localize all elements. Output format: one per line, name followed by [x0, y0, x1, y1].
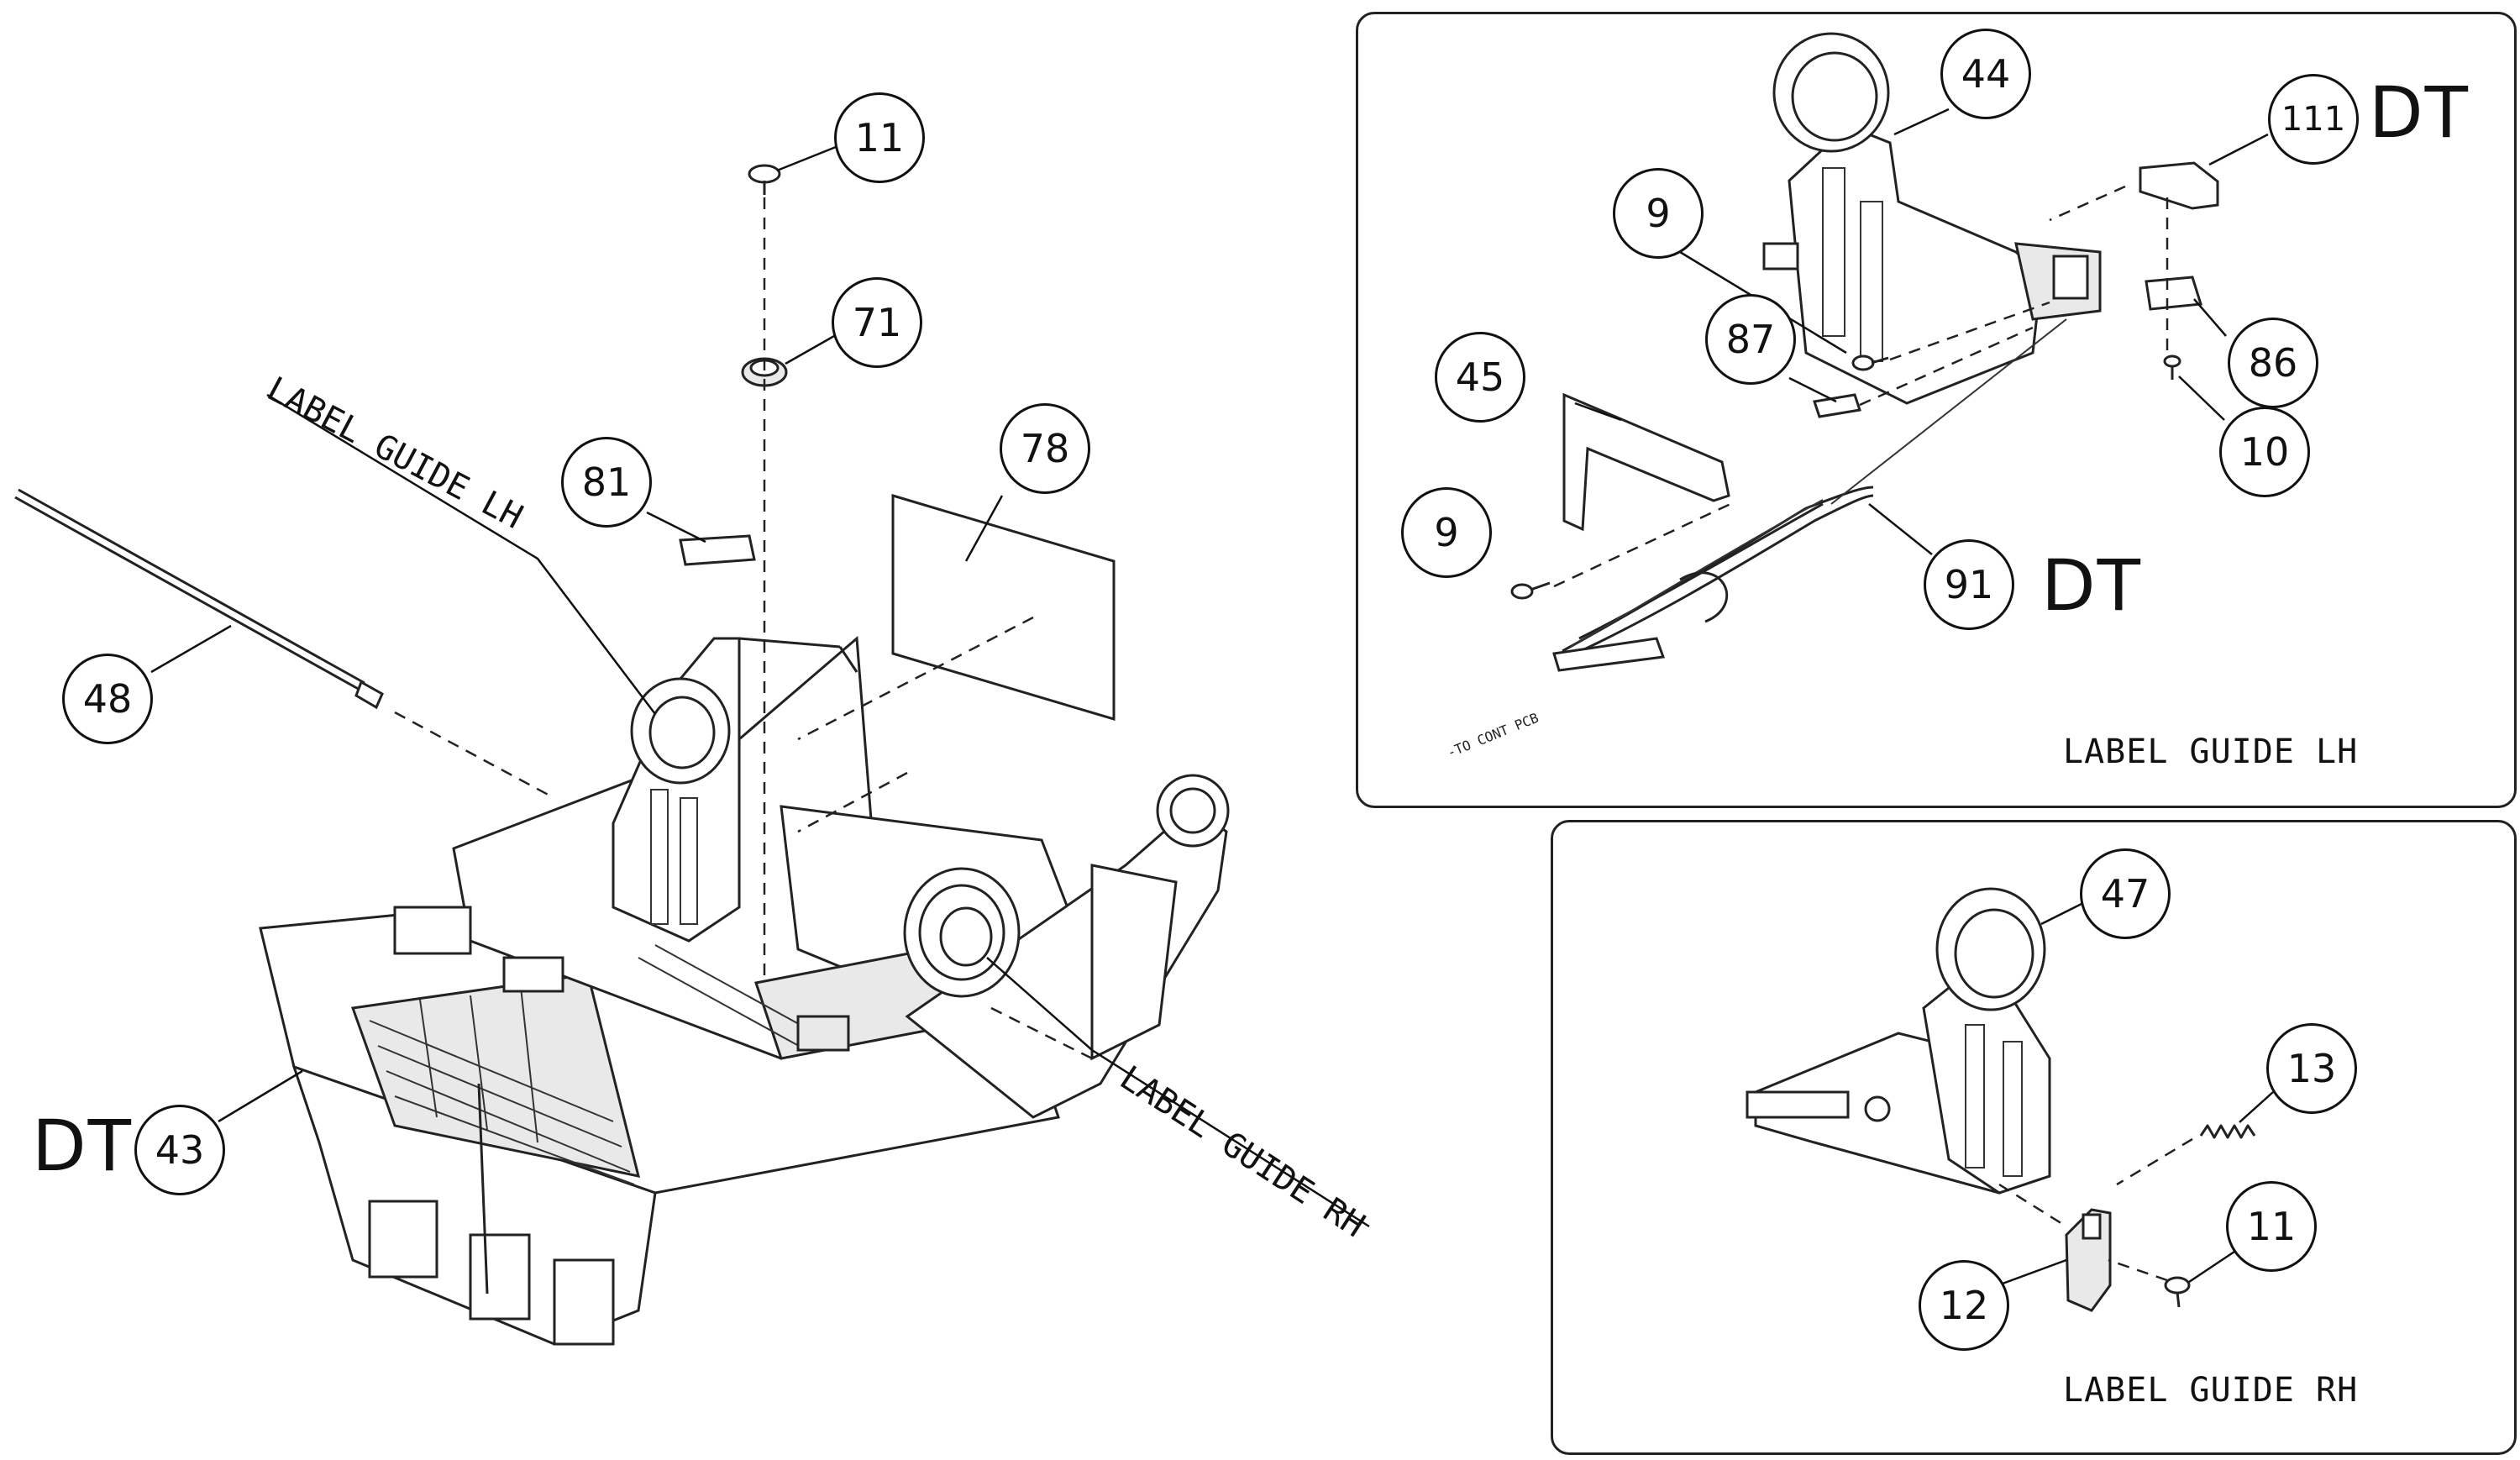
- shaft-part-48: [14, 488, 384, 710]
- callout-9-upper: 9: [1613, 168, 1704, 259]
- variant-tag-dt-main: DT: [32, 1105, 133, 1187]
- plate-part-45: [1562, 392, 1730, 532]
- callout-13: 13: [2266, 1023, 2357, 1114]
- callout-86: 86: [2228, 318, 2318, 408]
- inset-lh-caption: LABEL GUIDE LH: [2063, 733, 2359, 771]
- pad-part-87: [1813, 393, 1861, 418]
- cable-part-91: [1552, 318, 2067, 672]
- screw-part-9b: [1510, 581, 1551, 600]
- gear-part-71: [741, 357, 788, 387]
- callout-10: 10: [2219, 407, 2310, 497]
- label-guide-lh-part-44: [1762, 32, 2102, 405]
- inset-rh-caption: LABEL GUIDE RH: [2063, 1371, 2359, 1410]
- callout-11-main: 11: [834, 92, 925, 183]
- callout-45: 45: [1435, 332, 1525, 423]
- callout-91: 91: [1924, 539, 2014, 630]
- screw-part-9a: [1851, 354, 1889, 371]
- variant-tag-dt-91: DT: [2041, 544, 2142, 627]
- chassis-base-part: [259, 635, 1230, 1346]
- callout-44: 44: [1940, 29, 2031, 119]
- callout-12: 12: [1919, 1260, 2009, 1351]
- callout-71: 71: [832, 277, 922, 368]
- callout-9-lower: 9: [1401, 487, 1492, 578]
- callout-11-rh: 11: [2226, 1181, 2317, 1272]
- label-guide-rh-part-47: [1746, 887, 2051, 1195]
- sheet-part-78: [891, 493, 1116, 722]
- variant-tag-dt-111: DT: [2369, 71, 2470, 154]
- callout-78: 78: [1000, 403, 1090, 494]
- callout-87: 87: [1705, 294, 1796, 385]
- lever-part-12: [2065, 1208, 2112, 1312]
- spring-part-13: [2199, 1124, 2256, 1139]
- screw-part-11-main: [748, 164, 781, 195]
- callout-48: 48: [62, 654, 153, 744]
- callout-81: 81: [561, 437, 652, 528]
- screw-part-10: [2163, 354, 2181, 380]
- screw-part-11-rh: [2164, 1276, 2191, 1308]
- callout-43: 43: [134, 1105, 225, 1195]
- bracket-part-111: [2139, 161, 2219, 210]
- callout-47: 47: [2080, 848, 2171, 939]
- pad-part-81: [679, 534, 756, 566]
- callout-111: 111: [2268, 74, 2359, 165]
- sensor-part-86: [2145, 276, 2202, 311]
